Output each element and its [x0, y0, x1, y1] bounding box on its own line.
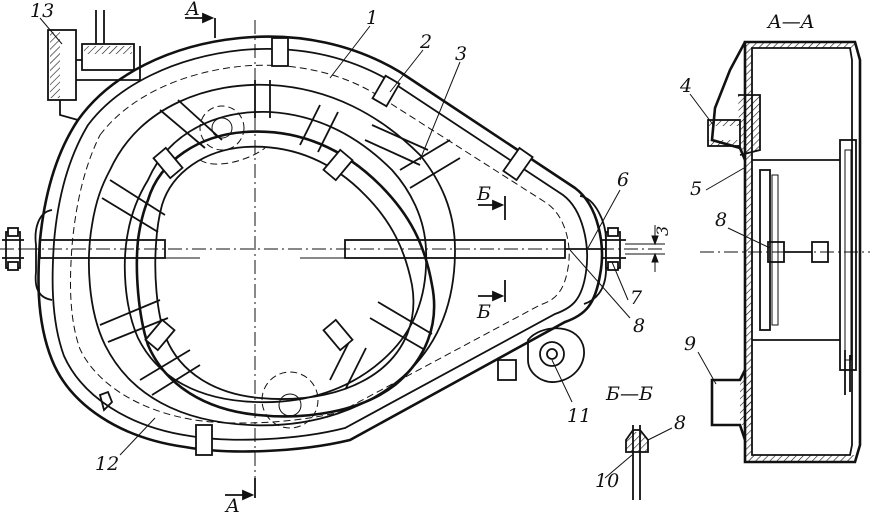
rib-ring-inner — [123, 111, 428, 404]
label-13: 13 — [30, 0, 54, 22]
label-8-section-bb: 8 — [674, 412, 686, 434]
section-b-b-view — [604, 425, 673, 500]
housing-outer-contour — [37, 35, 604, 453]
lower-bolt-hole-inner — [278, 393, 302, 417]
section-b-bottom-label: Б — [476, 301, 491, 323]
label-2: 2 — [419, 31, 432, 53]
label-5: 5 — [690, 178, 702, 200]
central-bore-inner — [154, 145, 415, 400]
label-8-main: 8 — [633, 315, 645, 337]
lower-left-fitting — [98, 390, 114, 412]
label-12: 12 — [95, 453, 119, 475]
housing-inner-dashed — [69, 64, 570, 424]
label-4: 4 — [679, 75, 692, 97]
section-a-top-label: A — [184, 0, 200, 20]
section-a-a-view — [689, 40, 870, 464]
section-b-top-label: Б — [476, 183, 491, 205]
label-7: 7 — [630, 287, 643, 309]
view-a-a-title: A—A — [766, 11, 814, 33]
callout-labels: 13 1 2 3 4 5 6 7 8 8 8 9 10 11 12 3 A A … — [30, 0, 814, 513]
left-flange-bolt — [2, 227, 24, 271]
mounting-boss — [527, 327, 585, 383]
central-bore — [135, 130, 436, 418]
label-11: 11 — [567, 405, 591, 427]
left-flange-lug — [34, 209, 53, 301]
housing-flange-contour — [51, 47, 588, 441]
label-1: 1 — [366, 7, 378, 29]
drain-fitting — [47, 10, 141, 121]
leader-lines — [39, 17, 631, 456]
label-3: 3 — [455, 43, 467, 65]
dimension-3 — [625, 225, 665, 272]
upper-bolt-hole-inner — [211, 117, 233, 139]
label-9: 9 — [684, 333, 696, 355]
view-b-b-title: Б—Б — [605, 383, 653, 405]
right-flange-bolt — [602, 227, 626, 271]
ring-clamps — [144, 37, 534, 456]
dimension-3-value: 3 — [653, 226, 672, 236]
section-a-bottom-label: A — [224, 495, 240, 513]
lower-bolt-hole — [261, 371, 319, 429]
label-8-section-aa: 8 — [715, 209, 727, 231]
upper-bolt-hole — [199, 105, 245, 151]
label-10: 10 — [595, 470, 619, 492]
section-b-marker — [478, 196, 506, 302]
main-view — [0, 10, 665, 501]
rib-ring-outer — [88, 83, 456, 427]
section-a-marker — [185, 12, 256, 501]
label-6: 6 — [617, 169, 629, 191]
